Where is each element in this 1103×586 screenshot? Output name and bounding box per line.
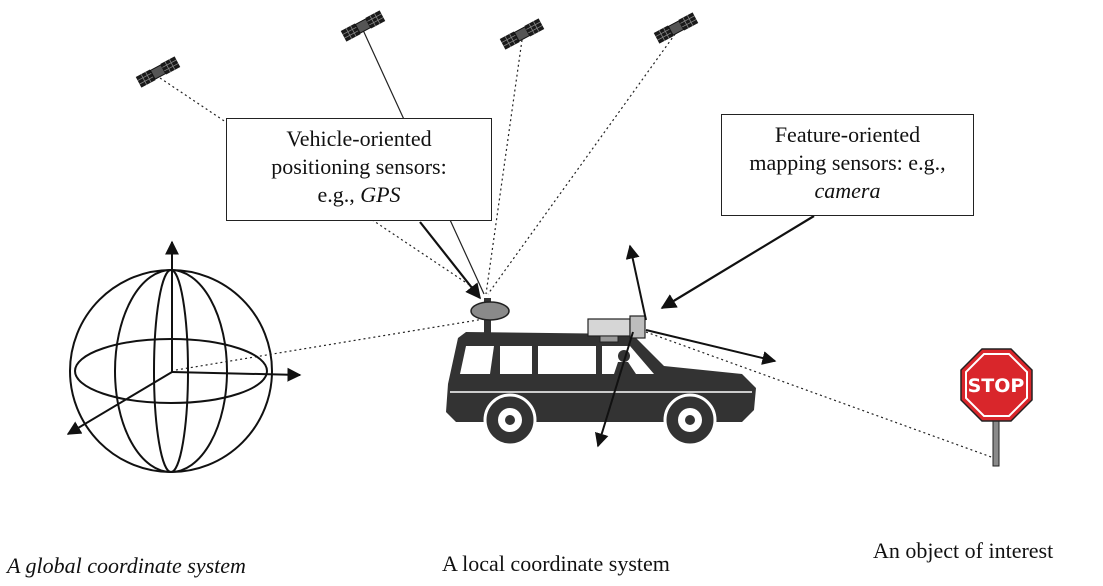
feature-box-line2: mapping sensors: e.g., bbox=[749, 150, 946, 175]
caption-local-coordinate-system: A local coordinate system bbox=[442, 551, 670, 576]
stop-sign-icon: STOP bbox=[960, 348, 1033, 467]
vehicle-box-gps: GPS bbox=[360, 182, 401, 207]
signal-line-sat4 bbox=[487, 29, 679, 295]
vehicle-box-line2: positioning sensors: bbox=[271, 154, 447, 179]
caption-global-coordinate-system: A global coordinate system bbox=[7, 553, 246, 578]
feature-box-camera: camera bbox=[814, 178, 881, 203]
stop-sign-text: STOP bbox=[968, 375, 1025, 397]
feature-box-line1: Feature-oriented bbox=[774, 122, 921, 147]
gps-antenna-icon bbox=[470, 301, 510, 321]
vehicle-box-line1: Vehicle-oriented bbox=[286, 126, 432, 151]
satellite-icon bbox=[499, 17, 545, 51]
caption-object-of-interest: An object of interest bbox=[873, 538, 1054, 563]
signal-line-sat1 bbox=[159, 77, 481, 293]
vehicle-sensors-box: Vehicle-oriented positioning sensors: e.… bbox=[226, 118, 492, 221]
satellite-icon bbox=[135, 55, 181, 89]
callout-arrows bbox=[419, 215, 815, 309]
feature-box-line3: camera bbox=[722, 177, 973, 205]
local-axes bbox=[595, 244, 777, 448]
vehicle-box-line3: e.g., GPS bbox=[227, 181, 491, 209]
line-camera-to-stop bbox=[645, 331, 995, 459]
satellite-icon bbox=[653, 11, 699, 45]
vehicle-box-prefix: e.g., bbox=[317, 182, 361, 207]
camera-icon bbox=[587, 315, 646, 343]
line-globe-to-vehicle bbox=[175, 317, 491, 371]
satellite-icon bbox=[340, 9, 386, 43]
global-axes bbox=[66, 240, 302, 435]
feature-sensors-box: Feature-oriented mapping sensors: e.g., … bbox=[721, 114, 974, 216]
